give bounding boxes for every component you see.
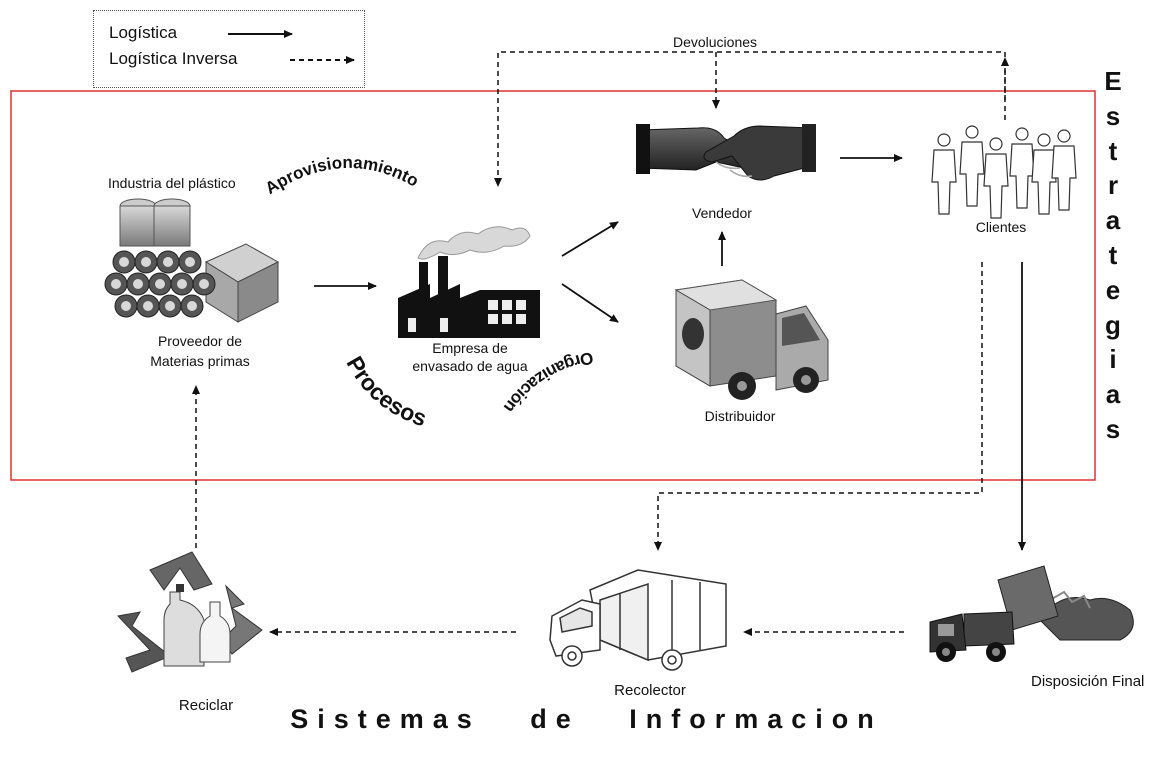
legend-reverse-logistics-label: Logística Inversa bbox=[109, 49, 238, 68]
company-label-line1: Empresa de bbox=[432, 340, 508, 356]
delivery-truck-icon bbox=[674, 279, 829, 400]
information-systems-title: Sistemas de Informacion bbox=[290, 704, 883, 734]
strategies-letter: g bbox=[1105, 309, 1121, 340]
dump-truck-icon bbox=[929, 565, 1134, 662]
arrow-company-to-distributor bbox=[561, 283, 619, 323]
strategies-letter: s bbox=[1105, 100, 1121, 131]
final-disposal-label: Disposición Final bbox=[1031, 673, 1145, 690]
handshake-icon bbox=[636, 124, 816, 181]
legend-box: Logística Logística Inversa bbox=[93, 10, 365, 88]
supplier-label-line1: Proveedor de bbox=[157, 333, 243, 349]
arrow-returns-loop bbox=[494, 51, 1006, 187]
factory-icon bbox=[398, 226, 540, 338]
strategies-letter: t bbox=[1108, 135, 1118, 166]
strategies-letter: a bbox=[1105, 205, 1121, 236]
strategies-letter: s bbox=[1105, 413, 1121, 444]
raw-materials-pipes-icon bbox=[104, 198, 280, 323]
strategies-letter: e bbox=[1105, 274, 1121, 305]
company-label-line2: envasado de agua bbox=[412, 358, 528, 374]
clients-label: Clientes bbox=[975, 219, 1027, 235]
strategy-frame bbox=[10, 90, 1096, 481]
industry-label: Industria del plástico bbox=[108, 175, 236, 191]
strategies-letter: r bbox=[1107, 170, 1119, 201]
curved-word-supply: Aprovisionamiento bbox=[262, 153, 422, 198]
curved-word-supply-text: Aprovisionamiento bbox=[262, 153, 422, 198]
seller-label: Vendedor bbox=[692, 205, 752, 221]
collector-truck-icon bbox=[549, 569, 727, 671]
recycle-bottles-icon bbox=[117, 551, 263, 673]
strategies-letter: a bbox=[1105, 379, 1121, 410]
legend-logistics-label: Logística bbox=[109, 23, 178, 42]
strategies-letter: i bbox=[1109, 344, 1117, 375]
people-silhouettes-icon bbox=[931, 125, 1077, 219]
strategies-letter: E bbox=[1104, 66, 1122, 96]
recycle-label: Reciclar bbox=[178, 697, 234, 714]
distributor-label: Distribuidor bbox=[704, 408, 776, 424]
returns-label: Devoluciones bbox=[672, 34, 758, 50]
arrow-company-to-seller bbox=[561, 221, 619, 257]
supplier-label-line2: Materias primas bbox=[150, 353, 250, 369]
strategies-letter: t bbox=[1108, 239, 1118, 270]
collector-label: Recolector bbox=[614, 682, 686, 699]
